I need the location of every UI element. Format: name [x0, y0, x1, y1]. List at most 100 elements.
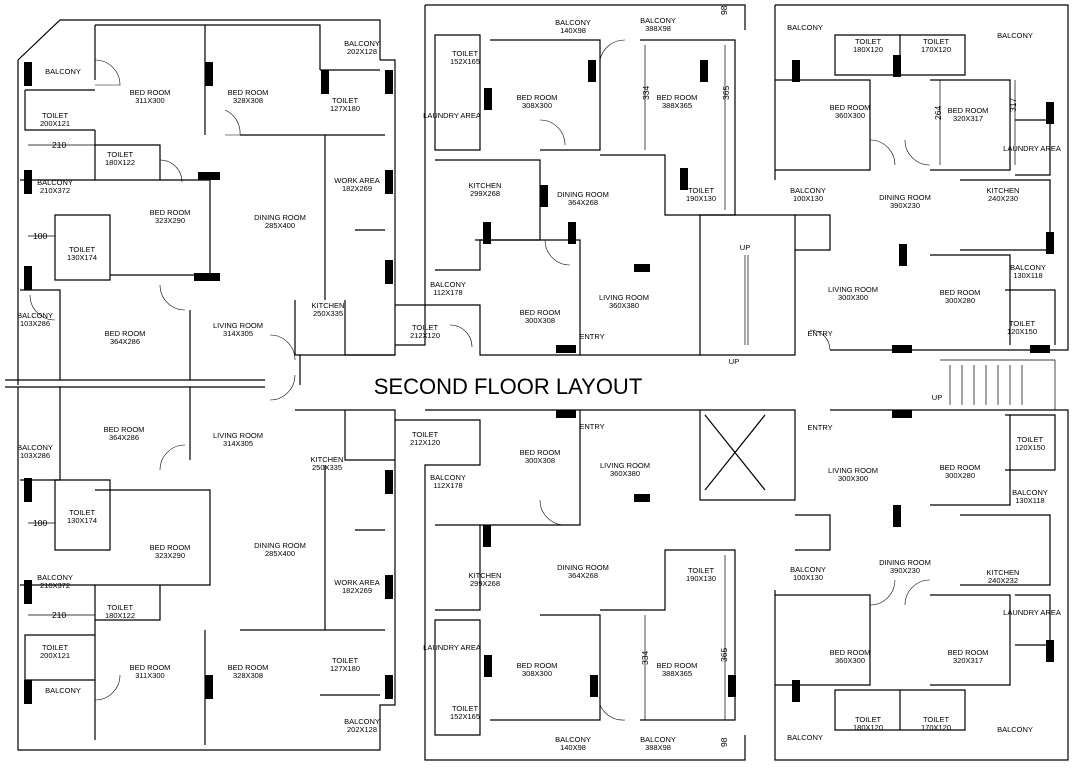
- column: [1030, 345, 1050, 353]
- wall-tl-toilets: [20, 89, 96, 181]
- dimension-label: 334: [640, 651, 650, 665]
- room-name: DINING ROOM: [879, 558, 931, 567]
- room-name: BALCONY: [997, 725, 1033, 734]
- column: [556, 410, 576, 418]
- room-size: 388X98: [645, 743, 671, 752]
- room-name: BALCONY: [37, 573, 73, 582]
- room-name: BALCONY: [555, 18, 591, 27]
- wall-tl-bed: [95, 144, 211, 276]
- column: [483, 222, 491, 244]
- room-name: BED ROOM: [830, 103, 871, 112]
- room-size: 112X178: [433, 481, 462, 490]
- room-size: 311X300: [135, 96, 164, 105]
- column: [568, 222, 576, 244]
- room-size: 300X280: [945, 296, 975, 305]
- room-name: TOILET: [1017, 435, 1044, 444]
- column: [588, 60, 596, 82]
- room-size: 180X122: [105, 158, 135, 167]
- room-name: BALCONY: [45, 67, 81, 76]
- column: [194, 273, 220, 281]
- room-name: BED ROOM: [940, 463, 981, 472]
- room-size: 388X365: [662, 669, 692, 678]
- door-swing: [159, 284, 186, 311]
- room-name: BED ROOM: [517, 93, 558, 102]
- room-name: KITCHEN: [469, 181, 502, 190]
- wall-bl-outer: [17, 387, 396, 751]
- wall-bottom-core: [699, 409, 796, 501]
- room-name: LIVING ROOM: [828, 285, 878, 294]
- wall-tl-living: [20, 289, 296, 380]
- room-name: BED ROOM: [104, 425, 145, 434]
- wall-corridor: [5, 379, 265, 388]
- wall-tr-beds: [775, 79, 1011, 171]
- room-size: 120X150: [1015, 443, 1045, 452]
- door-swing: [869, 139, 896, 166]
- wall-br-bed: [930, 414, 1056, 506]
- wall-bl-kitchen: [344, 410, 395, 531]
- door-swing: [539, 119, 566, 146]
- room-name: BED ROOM: [657, 93, 698, 102]
- room-name: TOILET: [923, 37, 950, 46]
- wall-tr-balcony: [795, 214, 831, 251]
- room-size: 250X335: [313, 309, 343, 318]
- wall-tm-bed3: [475, 239, 581, 355]
- column: [634, 264, 650, 272]
- room-size: 360X300: [835, 656, 865, 665]
- dimension-labels: 210 100 210 100 334 365 98 264 317 334 3…: [33, 5, 1018, 747]
- room-name: WORK AREA: [334, 176, 379, 185]
- room-size: 120X150: [1007, 327, 1037, 336]
- room-size: 130X118: [1013, 271, 1042, 280]
- room-label-br: LAUNDRY AREA: [1003, 608, 1061, 617]
- room-size: 202X128: [347, 47, 377, 56]
- room-name: BALCONY: [640, 16, 676, 25]
- column: [484, 88, 492, 110]
- column: [198, 172, 220, 180]
- room-size: 180X120: [853, 723, 883, 732]
- room-size: 300X300: [838, 293, 868, 302]
- room-label-tl: BALCONY: [45, 67, 81, 76]
- room-name: TOILET: [1009, 319, 1036, 328]
- room-size: 360X300: [835, 111, 865, 120]
- room-size: 323X290: [155, 216, 185, 225]
- room-name: TOILET: [42, 111, 69, 120]
- room-size: 328X308: [233, 671, 263, 680]
- room-name: BALCONY: [344, 717, 380, 726]
- room-size: 182X269: [342, 184, 372, 193]
- door-swing: [904, 139, 931, 166]
- column: [893, 505, 901, 527]
- room-size: 364X286: [109, 433, 139, 442]
- up-marker: UP: [932, 393, 942, 402]
- door-swing: [94, 59, 121, 86]
- door-swing: [159, 444, 186, 471]
- wall-tr-outer: [774, 4, 1069, 351]
- wall-bl-toilet: [54, 479, 111, 551]
- room-size: 140X98: [560, 26, 586, 35]
- room-name: LAUNDRY AREA: [1003, 608, 1061, 617]
- room-size: 300X308: [525, 456, 555, 465]
- room-size: 152X165: [450, 57, 480, 66]
- dimension-label: 210: [52, 610, 66, 620]
- room-size: 170X120: [921, 723, 951, 732]
- columns: [24, 55, 1054, 704]
- room-name: TOILET: [688, 186, 715, 195]
